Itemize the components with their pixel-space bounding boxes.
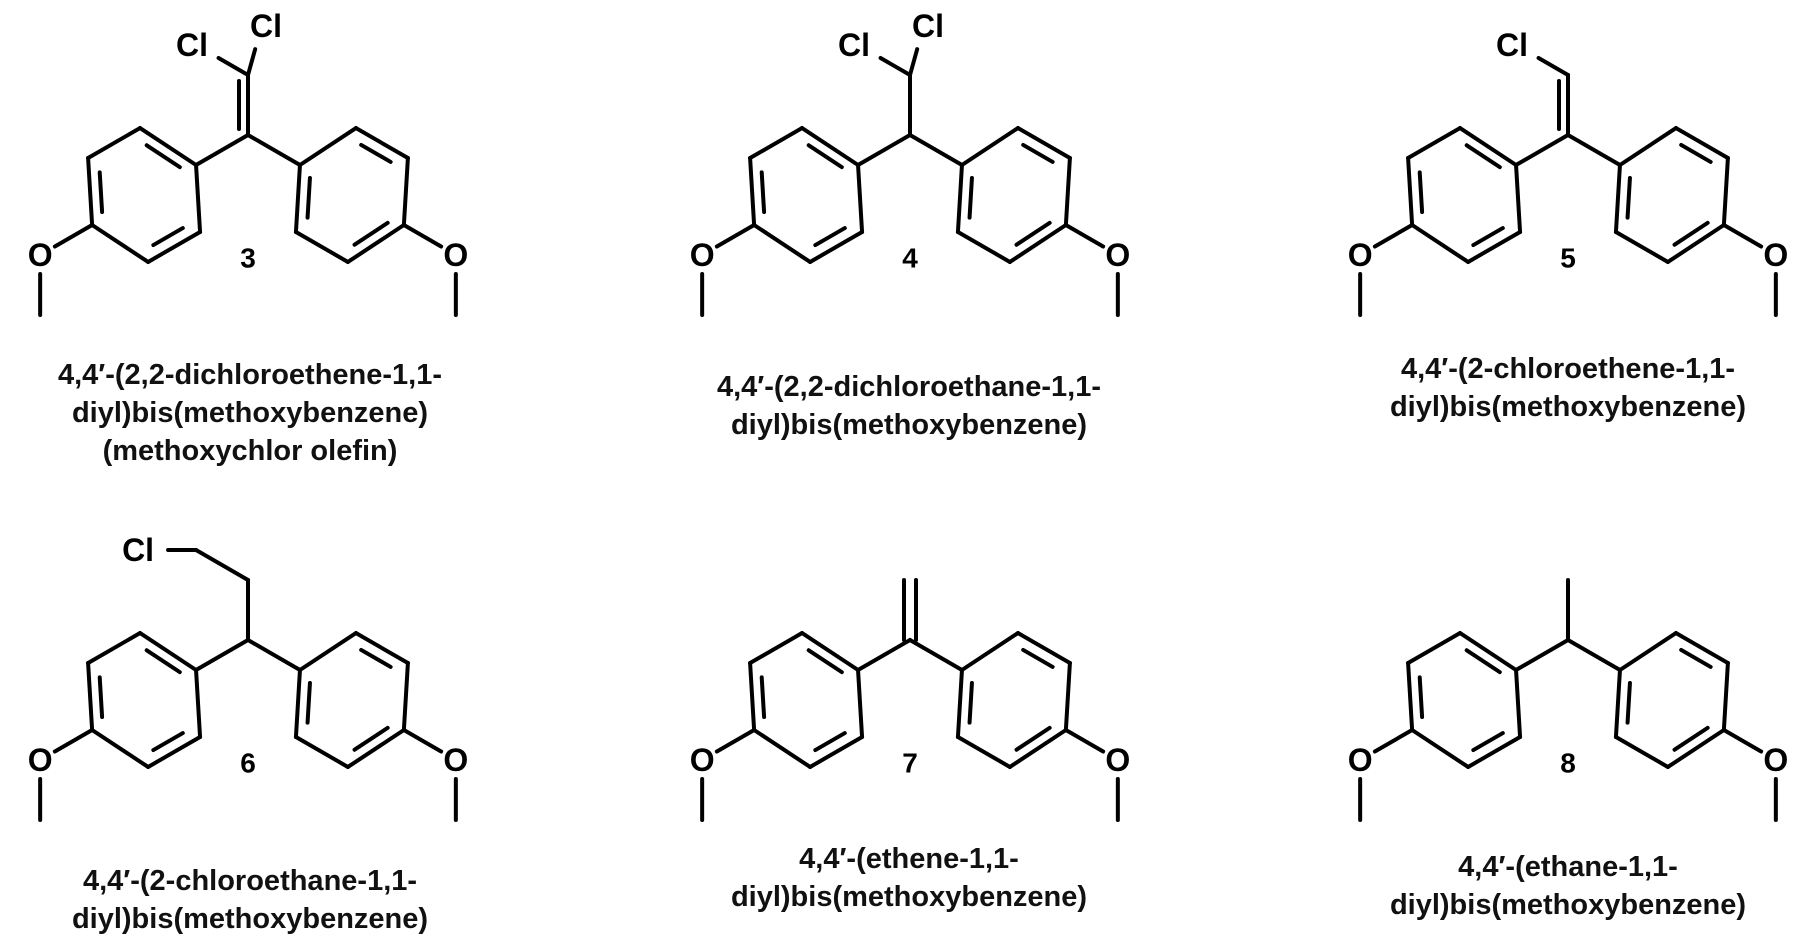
caption-compound-5: 4,4′-(2-chloroethene-1,1- diyl)bis(metho… xyxy=(1389,353,1747,423)
chlorine-left: Cl xyxy=(838,27,870,63)
oxygen-left: O xyxy=(28,237,53,273)
oxygen-right: O xyxy=(1105,237,1130,273)
oxygen-right: O xyxy=(1105,742,1130,778)
oxygen-right: O xyxy=(443,237,468,273)
compound-number-8: 8 xyxy=(1560,748,1576,779)
compound-number-6: 6 xyxy=(240,748,256,779)
benzene-ring-right xyxy=(293,126,410,264)
oxygen-left: O xyxy=(1348,237,1373,273)
oxygen-right: O xyxy=(1763,742,1788,778)
structure-compound-7: O O 7 xyxy=(690,578,1130,822)
chlorine: Cl xyxy=(1496,27,1528,63)
benzene-ring-left xyxy=(1406,126,1523,264)
oxygen-right: O xyxy=(1763,237,1788,273)
structure-compound-8: O O 8 xyxy=(1348,578,1788,822)
benzene-ring-left xyxy=(1406,631,1523,769)
oxygen-left: O xyxy=(690,742,715,778)
structure-compound-5: O O Cl 5 xyxy=(1348,27,1788,317)
oxygen-left: O xyxy=(690,237,715,273)
benzene-ring-left xyxy=(748,126,865,264)
benzene-ring-left xyxy=(86,631,203,769)
benzene-ring-left xyxy=(86,126,203,264)
caption-compound-4: 4,4′-(2,2-dichloroethane-1,1- diyl)bis(m… xyxy=(716,371,1102,441)
chlorine-top: Cl xyxy=(250,8,282,44)
caption-compound-3: 4,4′-(2,2-dichloroethene-1,1- diyl)bis(m… xyxy=(57,359,443,467)
caption-compound-8: 4,4′-(ethane-1,1- diyl)bis(methoxybenzen… xyxy=(1389,851,1747,921)
chlorine-left: Cl xyxy=(176,27,208,63)
chlorine: Cl xyxy=(122,532,154,568)
benzene-ring-right xyxy=(955,631,1072,769)
structure-compound-6: O O Cl 6 xyxy=(28,532,468,822)
caption-compound-6: 4,4′-(2-chloroethane-1,1- diyl)bis(metho… xyxy=(71,865,429,935)
benzene-ring-right xyxy=(1613,126,1730,264)
oxygen-left: O xyxy=(28,742,53,778)
compound-number-5: 5 xyxy=(1560,243,1576,274)
benzene-ring-right xyxy=(1613,631,1730,769)
benzene-ring-left xyxy=(748,631,865,769)
benzene-ring-right xyxy=(293,631,410,769)
oxygen-right: O xyxy=(443,742,468,778)
compound-number-3: 3 xyxy=(240,243,256,274)
compound-number-7: 7 xyxy=(902,748,918,779)
benzene-ring-right xyxy=(955,126,1072,264)
caption-compound-7: 4,4′-(ethene-1,1- diyl)bis(methoxybenzen… xyxy=(730,843,1088,913)
chlorine-top: Cl xyxy=(912,8,944,44)
oxygen-left: O xyxy=(1348,742,1373,778)
compound-number-4: 4 xyxy=(902,243,918,274)
